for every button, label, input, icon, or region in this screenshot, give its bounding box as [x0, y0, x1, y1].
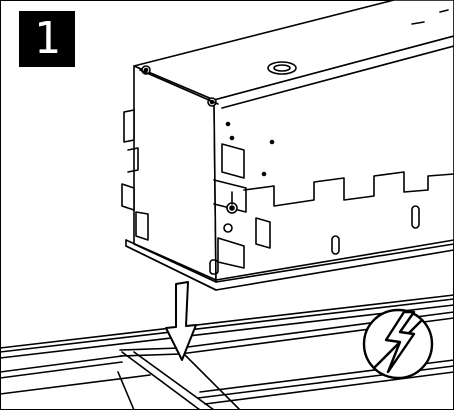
step-number-badge: 1 — [19, 11, 75, 67]
luminaire-housing — [121, 0, 454, 291]
down-arrow-icon — [165, 281, 197, 361]
no-electricity-icon — [362, 308, 434, 380]
ceiling-grid-rails — [0, 294, 454, 410]
